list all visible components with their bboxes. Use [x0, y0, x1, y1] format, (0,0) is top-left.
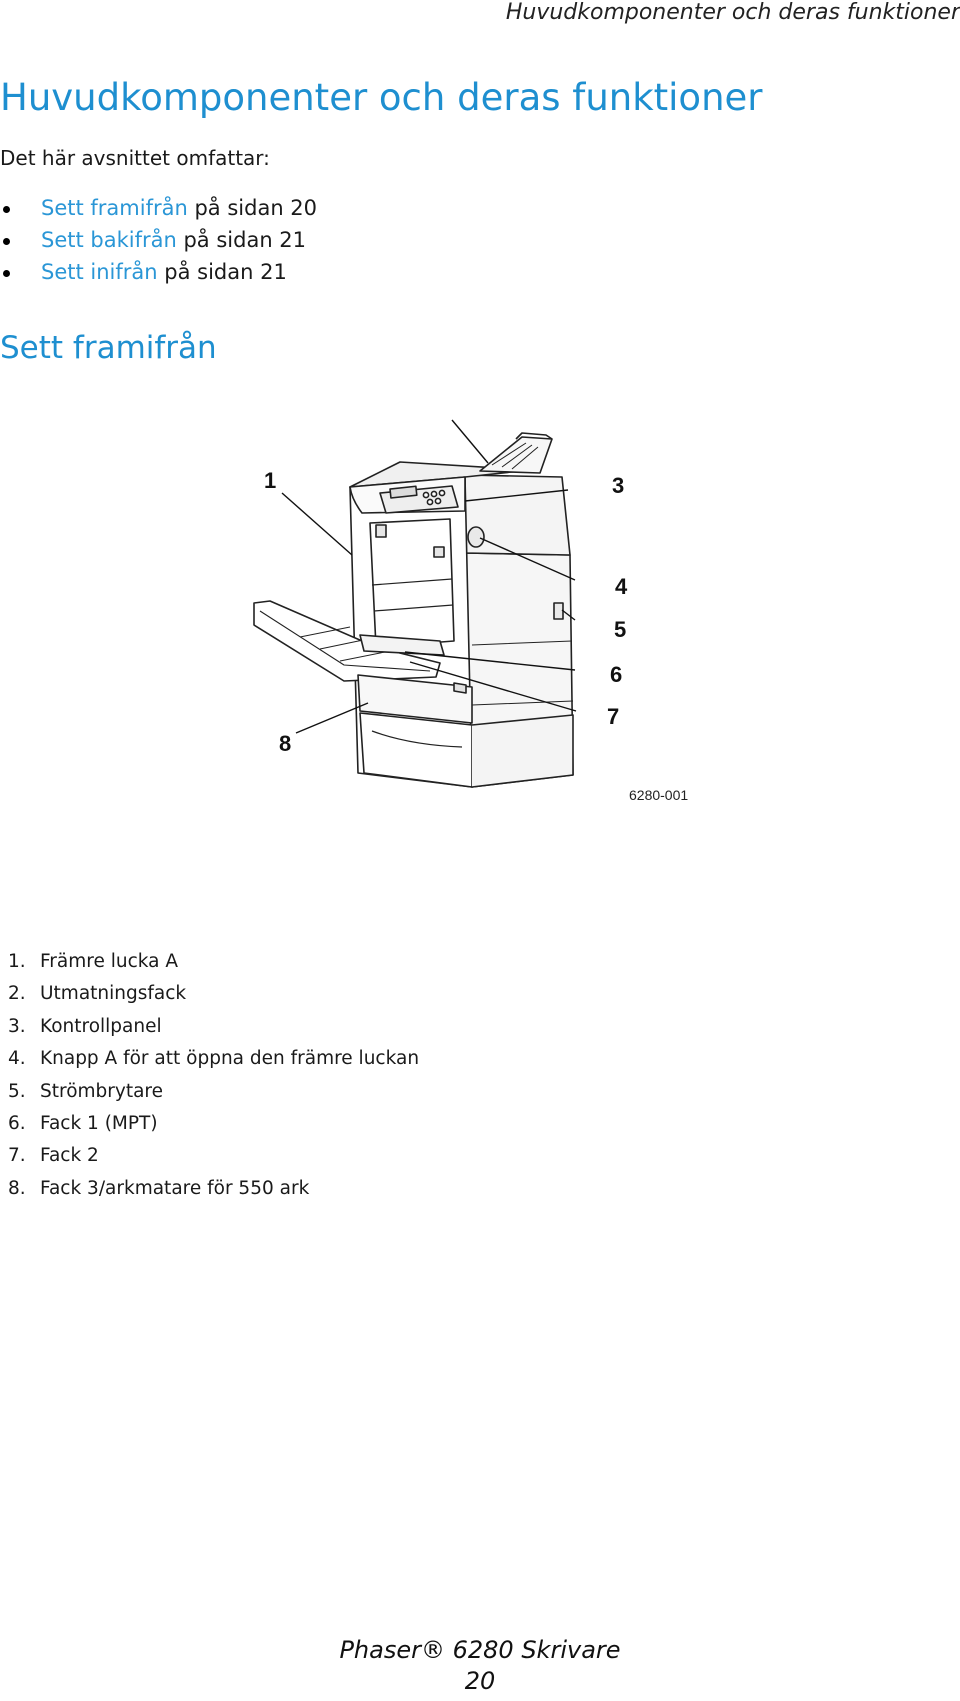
toc-page-ref: på sidan 20 — [187, 196, 318, 220]
list-item: 3. Kontrollpanel — [8, 1015, 419, 1047]
item-number: 3. — [8, 1015, 26, 1037]
bullet-icon — [3, 206, 10, 213]
page-title: Huvudkomponenter och deras funktioner — [0, 76, 763, 119]
running-header: Huvudkomponenter och deras funktioner — [505, 0, 960, 25]
toc-link-front-view[interactable]: Sett framifrån — [41, 196, 188, 220]
toc-page-ref: på sidan 21 — [176, 228, 307, 252]
callout-8: 8 — [279, 731, 291, 756]
item-label: Knapp A för att öppna den främre luckan — [40, 1048, 420, 1070]
item-number: 8. — [8, 1177, 26, 1199]
toc-page-ref: på sidan 21 — [157, 260, 287, 284]
toc-item: Sett framifrån på sidan 20 — [0, 196, 317, 228]
list-item: 5. Strömbrytare — [8, 1080, 419, 1112]
callout-3: 3 — [612, 473, 624, 498]
list-item: 2. Utmatningsfack — [8, 982, 419, 1014]
parts-list: 1. Främre lucka A 2. Utmatningsfack 3. Kont… — [8, 950, 419, 1209]
item-label: Fack 2 — [40, 1145, 99, 1167]
callout-6: 6 — [610, 662, 622, 687]
list-item: 1. Främre lucka A — [8, 950, 419, 982]
item-number: 4. — [8, 1048, 26, 1070]
bullet-icon — [3, 270, 10, 277]
callout-7: 7 — [607, 704, 619, 729]
list-item: 8. Fack 3/arkmatare för 550 ark — [8, 1177, 419, 1209]
list-item: 7. Fack 2 — [8, 1144, 419, 1176]
item-label: Fack 3/arkmatare för 550 ark — [40, 1177, 310, 1199]
toc-item: Sett inifrån på sidan 21 — [0, 260, 317, 292]
printer-front-view-figure: 1 2 3 4 5 6 7 8 6280-001 — [253, 419, 688, 803]
item-number: 2. — [8, 983, 26, 1005]
toc-link-inside-view[interactable]: Sett inifrån — [41, 260, 158, 284]
section-heading: Sett framifrån — [0, 330, 217, 366]
item-label: Främre lucka A — [40, 951, 179, 972]
footer-product-name: Phaser® 6280 Skrivare — [339, 1636, 621, 1664]
bullet-icon — [3, 238, 10, 245]
callout-1: 1 — [264, 468, 276, 493]
item-label: Utmatningsfack — [40, 983, 187, 1005]
list-item: 6. Fack 1 (MPT) — [8, 1112, 419, 1144]
callout-4: 4 — [615, 574, 628, 599]
intro-text: Det här avsnittet omfattar: — [0, 146, 270, 170]
item-number: 1. — [8, 951, 26, 972]
toc-link-rear-view[interactable]: Sett bakifrån — [41, 228, 177, 252]
list-item: 4. Knapp A för att öppna den främre lucka… — [8, 1047, 419, 1079]
item-number: 6. — [8, 1112, 26, 1134]
callout-leaders — [281, 419, 577, 734]
callout-5: 5 — [614, 617, 626, 642]
figure-id: 6280-001 — [629, 787, 688, 803]
item-number: 5. — [8, 1080, 26, 1102]
toc-item: Sett bakifrån på sidan 21 — [0, 228, 317, 260]
item-number: 7. — [8, 1145, 26, 1167]
item-label: Strömbrytare — [40, 1080, 164, 1102]
printer-illustration — [253, 432, 574, 788]
item-label: Fack 1 (MPT) — [40, 1112, 158, 1134]
footer-page-number: 20 — [464, 1667, 496, 1695]
item-label: Kontrollpanel — [40, 1015, 162, 1037]
toc-list: Sett framifrån på sidan 20 Sett bakifrån… — [0, 196, 317, 292]
